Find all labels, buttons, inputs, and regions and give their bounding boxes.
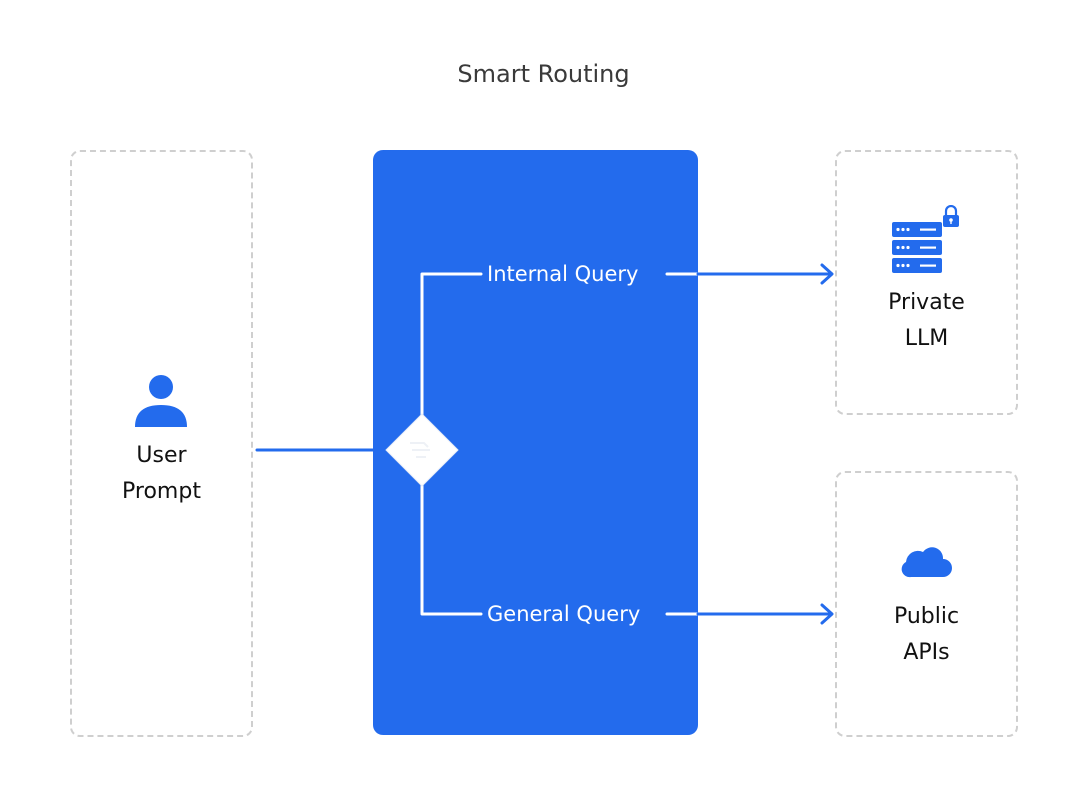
user-prompt-label-line1: User: [70, 438, 253, 474]
router-diamond-icon: [386, 414, 458, 486]
public-apis-label-line1: Public: [835, 599, 1018, 635]
cloud-icon: [899, 545, 953, 579]
private-llm-label-line2: LLM: [835, 321, 1018, 357]
public-apis-label: Public APIs: [835, 599, 1018, 671]
private-llm-label-line1: Private: [835, 285, 1018, 321]
internal-branch-line: [422, 274, 481, 415]
user-prompt-label: User Prompt: [70, 438, 253, 510]
general-branch-line: [422, 485, 481, 614]
general-query-label: General Query: [487, 600, 640, 628]
user-icon: [134, 374, 188, 428]
server-lock-icon: [892, 205, 962, 275]
user-prompt-label-line2: Prompt: [70, 474, 253, 510]
public-apis-label-line2: APIs: [835, 635, 1018, 671]
private-llm-label: Private LLM: [835, 285, 1018, 357]
internal-query-label: Internal Query: [487, 260, 638, 288]
